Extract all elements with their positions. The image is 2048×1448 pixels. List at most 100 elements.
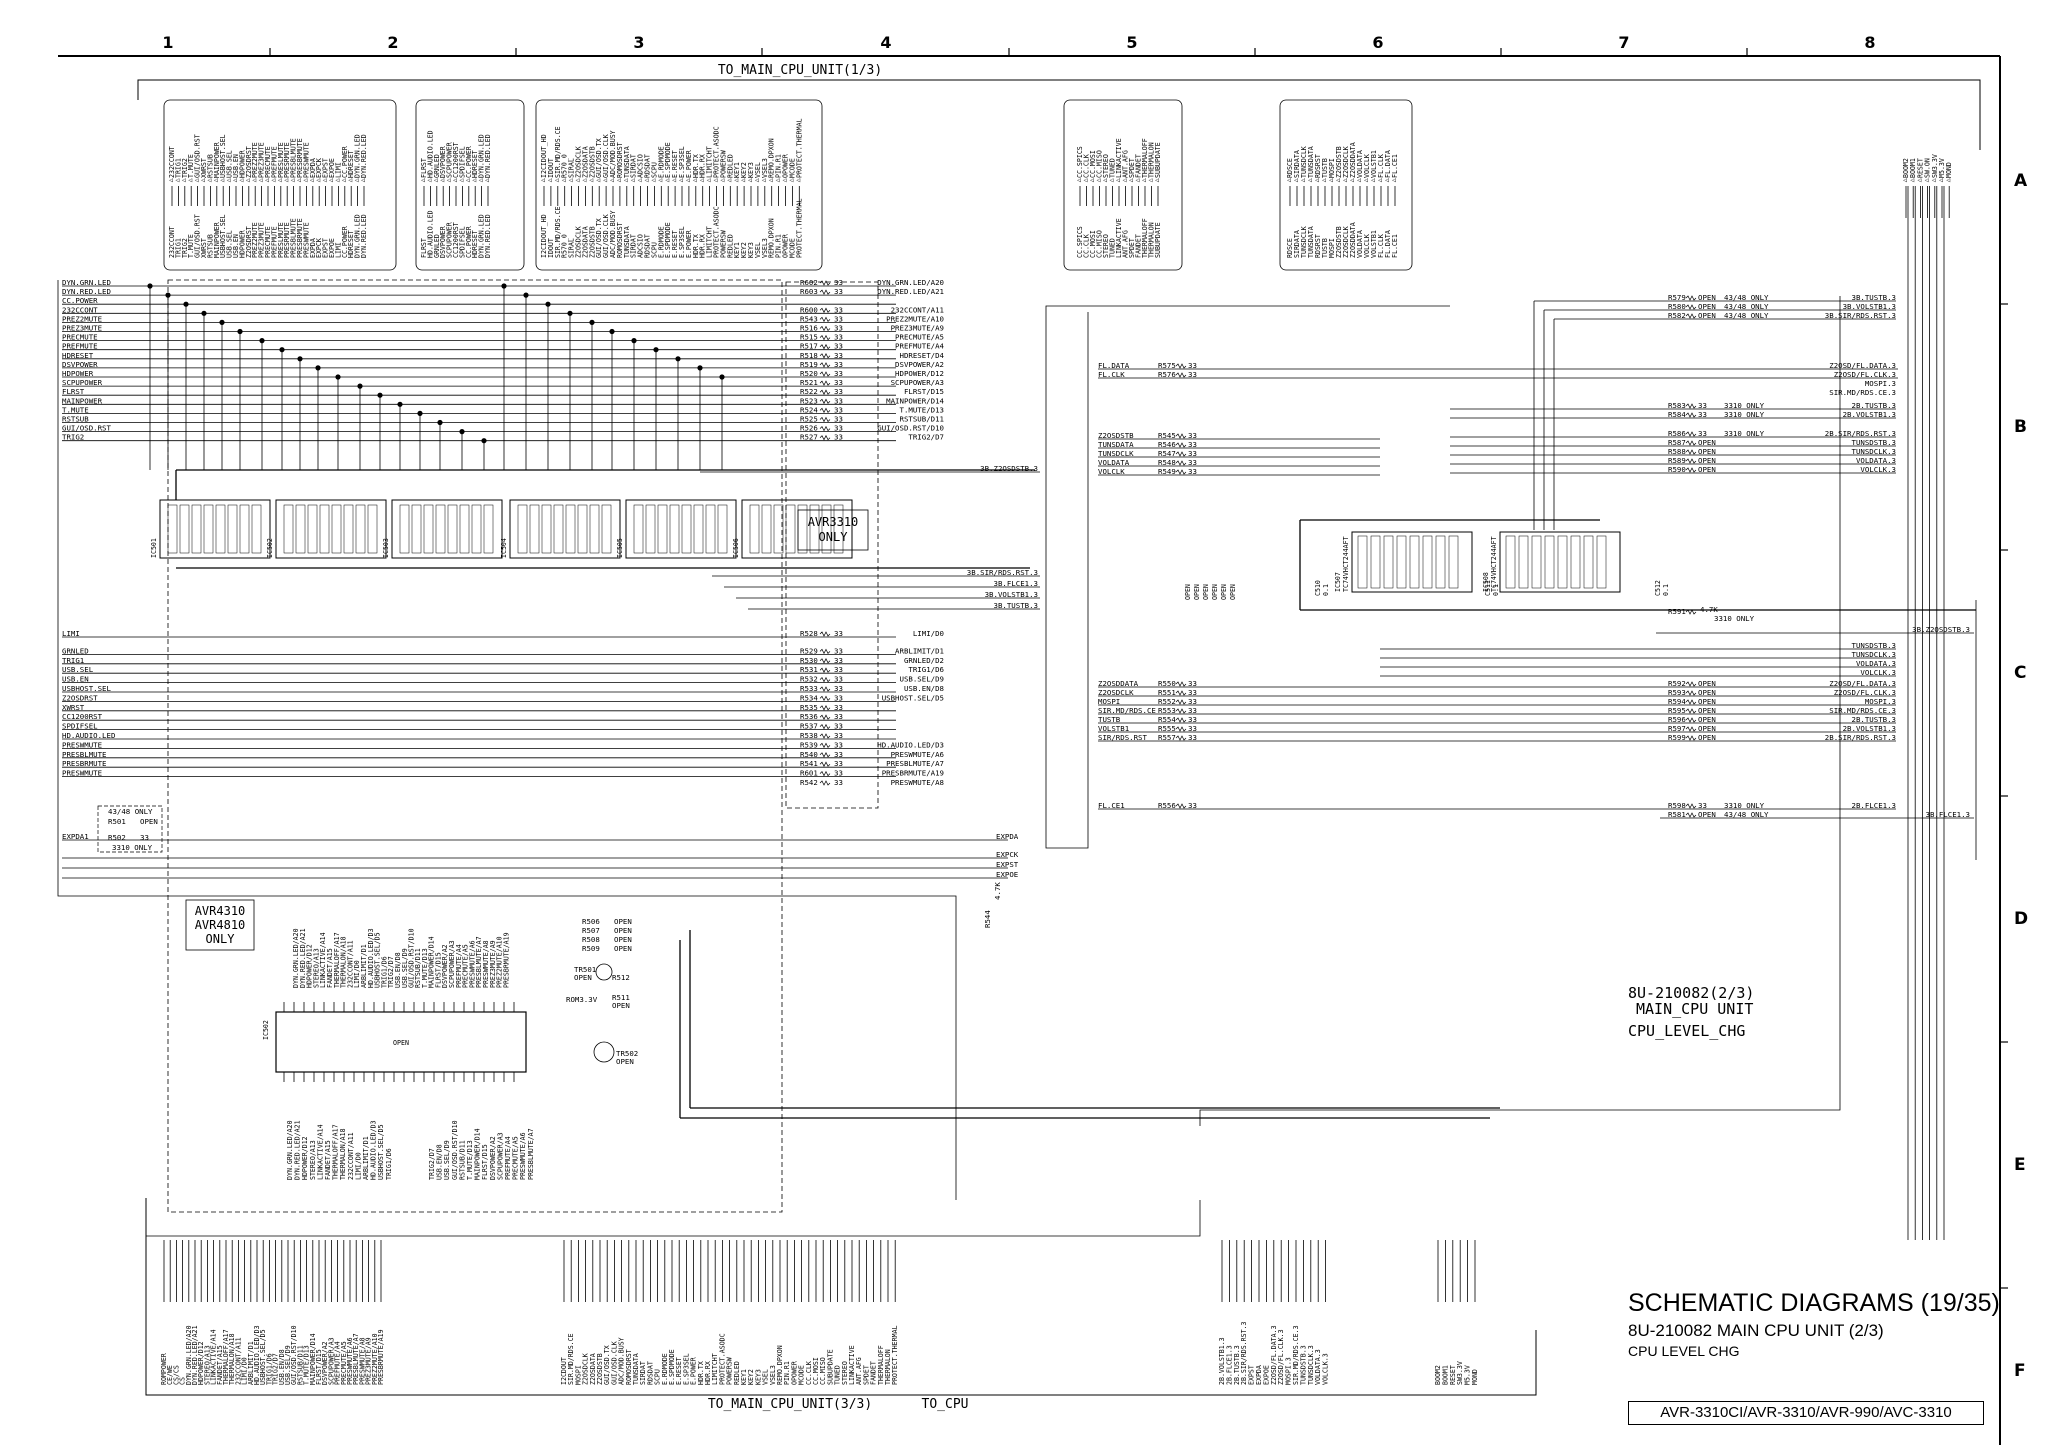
- bottom-pin-label: LIMITCHT: [711, 1353, 719, 1385]
- bottom-connector-label: TO_MAIN_CPU_UNIT(3/3): [708, 1397, 872, 1412]
- rom-bottom-label: ARBLIMIT/D1: [362, 1136, 370, 1180]
- resistor-value: 33: [834, 324, 843, 333]
- top-pin-label: TUNSDATA: [623, 146, 631, 178]
- ic-label: IC506: [732, 538, 740, 558]
- rom-top-label: HD.AUDIO.LED/D3: [367, 928, 375, 988]
- pin-arrow: ◁: [1090, 176, 1094, 184]
- net-label: 0.1: [1492, 584, 1500, 596]
- net-label: 43/48 ONLY: [1724, 311, 1769, 320]
- svg-text:OPEN: OPEN: [140, 817, 158, 826]
- top-pin-label-dup: SIRAL: [568, 238, 576, 258]
- pin-group-frame: [163, 99, 397, 271]
- open-res-label: OPEN: [1184, 584, 1192, 600]
- ic-body: [741, 499, 853, 559]
- pin-arrow: ◁: [220, 176, 224, 184]
- ic-pin: [283, 504, 294, 554]
- pin-arrow: ◁: [1329, 176, 1333, 184]
- resistor-symbol: [819, 695, 831, 702]
- pin-arrow: ◁: [1343, 176, 1347, 184]
- bottom-pin-label: ROMOSDRST: [625, 1349, 633, 1385]
- pin-arrow: ◁: [734, 176, 738, 184]
- resistor-net: PREFMUTE/A4: [895, 342, 944, 351]
- left-net-label: GRNLED: [62, 646, 89, 655]
- bottom-pin-label: Z2OSDSTB: [596, 1353, 604, 1385]
- pin-arrow: ◁: [693, 176, 697, 184]
- pin-arrow: ◁: [214, 176, 218, 184]
- net-label: 3310 ONLY: [1724, 801, 1765, 810]
- net-label: R547: [1158, 449, 1176, 458]
- resistor-symbol: [1685, 812, 1697, 818]
- resistor-symbol: [819, 280, 831, 286]
- svg-text:R512: R512: [612, 973, 630, 982]
- resistor-symbol: [1175, 681, 1187, 687]
- net-label: TUNSDCLK.3: [1852, 650, 1897, 659]
- resistor-net: GRNLED/D2: [904, 656, 944, 665]
- net-label: C511: [1484, 580, 1492, 596]
- pin-arrow: ◁: [741, 176, 745, 184]
- dashed-regions: [167, 279, 879, 1213]
- pin-arrow: ◁: [596, 176, 600, 184]
- junction-dot: [279, 347, 285, 353]
- net-label: 0.1: [1322, 584, 1330, 596]
- row-label: E: [2014, 1155, 2026, 1175]
- rom-top-label: THERMALON/A18: [340, 936, 348, 988]
- ic-label: IC503: [382, 538, 390, 558]
- avr4310-note-line1: AVR4310: [195, 904, 246, 918]
- bottom-pin-label: RESET: [1449, 1365, 1457, 1385]
- bottom-pin-label: STEREO: [841, 1361, 849, 1385]
- net-label: R583: [1668, 401, 1686, 410]
- resistor-ref: R520: [800, 369, 818, 378]
- left-net-label: PRESBLMUTE: [62, 750, 107, 759]
- ic-pin: [529, 504, 540, 554]
- rom-top-label: MAINPOWER/D14: [428, 936, 436, 988]
- net-label: 33: [1188, 801, 1197, 810]
- bottom-pin-label: MAINPOWER/D14: [309, 1333, 317, 1385]
- top-pin-label-dup: HDRESET: [471, 230, 479, 258]
- open-res-label: OPEN: [1229, 584, 1237, 600]
- rom-bottom-label: HDPOWER/D12: [301, 1136, 309, 1180]
- rom-top-label: TRIG2/D7: [387, 956, 395, 988]
- left-net-label: HD.AUDIO.LED: [62, 731, 115, 740]
- pin-arrow: ◁: [348, 176, 352, 184]
- top-pin-label-dup: KEY1: [733, 242, 741, 258]
- ic-pin: [693, 504, 704, 554]
- left-net-label: 232CCONT: [62, 305, 98, 314]
- top-pin-label: DYN.GRN.LED: [478, 134, 486, 178]
- svg-text:8U-210082(2/3): 8U-210082(2/3): [1628, 984, 1754, 1002]
- resistor-ref: R602: [800, 278, 818, 287]
- resistor-ref: R517: [800, 342, 818, 351]
- left-net-label: PRESBRMUTE: [62, 759, 107, 768]
- resistor-value: 33: [834, 656, 843, 665]
- ic-pin: [601, 504, 612, 554]
- ic-pin: [717, 504, 728, 554]
- resistor-value: 33: [834, 712, 843, 721]
- net-label: OPEN: [1698, 810, 1716, 819]
- top-pin-label-dup: HDR.TX: [692, 234, 700, 258]
- left-net-label: SCPUPOWER: [62, 378, 103, 387]
- top-pin-label: VSEL: [754, 162, 762, 178]
- bottom-pin-label: DSVPOWER/A2: [321, 1341, 329, 1385]
- resistor-symbol: [819, 752, 831, 758]
- bottom-pin-label: MOSPI: [574, 1365, 582, 1385]
- top-pin-label-dup: PIN.R1: [775, 234, 783, 258]
- top-pin-label-dup: E.SP3SEL: [678, 226, 686, 258]
- pin-arrow: ◁: [459, 176, 463, 184]
- resistor-ref: R523: [800, 396, 818, 405]
- top-pin-label-dup: PRESLMUTE: [277, 222, 285, 258]
- bottom-pin-label: LINKACTIVE/A14: [210, 1329, 218, 1385]
- svg-text:R544: R544: [983, 910, 992, 928]
- top-pin-label: PRESWMUTE: [302, 142, 310, 178]
- left-net-label: GUI/OSD.RST: [62, 424, 111, 433]
- top-pin-label: VOLDATA: [1356, 150, 1364, 178]
- top-pin-label: HDR.TX: [692, 154, 700, 178]
- resistor-value: 33: [834, 684, 843, 693]
- top-pin-label: PRECMUTE: [264, 146, 272, 178]
- resistor-value: 33: [834, 405, 843, 414]
- left-net-label: HDRESET: [62, 351, 94, 360]
- column-label: 5: [1126, 33, 1137, 52]
- net-label: VOLDATA.3: [1856, 456, 1896, 465]
- top-pin-label-dup: ROMOSDRST: [616, 222, 624, 258]
- pin-arrow: ◁: [658, 176, 662, 184]
- bottom-pin-label: FANDET: [870, 1361, 878, 1385]
